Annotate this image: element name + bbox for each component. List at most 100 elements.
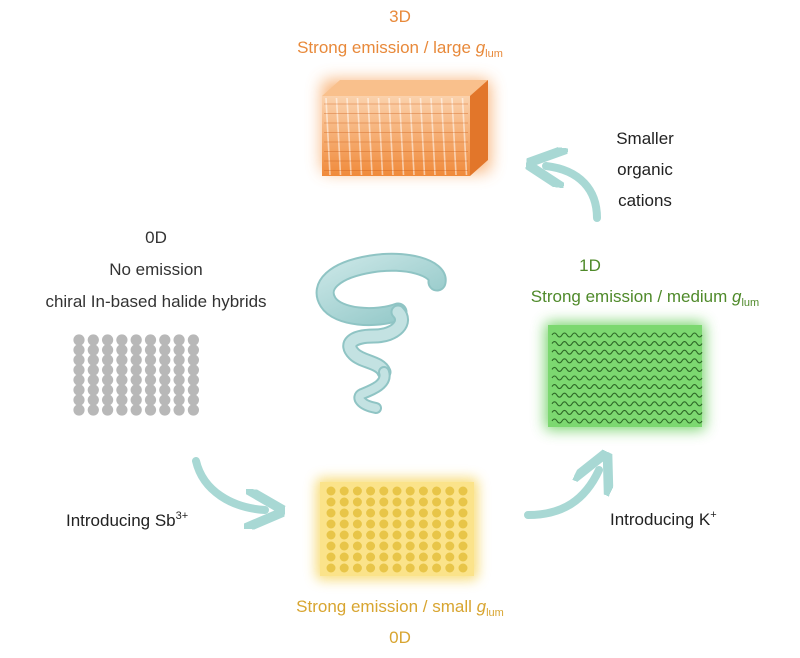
yellow-dot bbox=[339, 563, 349, 573]
yellow-dot bbox=[445, 530, 455, 540]
grey-dot bbox=[159, 354, 171, 366]
yellow-dot bbox=[418, 563, 428, 573]
grey-dot bbox=[116, 394, 128, 406]
yellow-dot bbox=[432, 519, 442, 529]
green-1d-block bbox=[545, 322, 705, 430]
yellow-dot bbox=[418, 497, 428, 507]
grey-dot bbox=[87, 364, 99, 376]
yellow-dot bbox=[392, 541, 402, 551]
chain-wave bbox=[551, 332, 703, 338]
orange-layer-stripes bbox=[324, 97, 468, 176]
chain-wave bbox=[551, 366, 703, 372]
grey-dot bbox=[102, 374, 114, 386]
grey-dot bbox=[73, 334, 85, 346]
grey-dot bbox=[173, 384, 185, 396]
grey-dot bbox=[144, 334, 157, 346]
chain-wave bbox=[551, 409, 703, 415]
yellow-dot bbox=[379, 552, 389, 562]
yellow-dot bbox=[392, 552, 402, 562]
yellow-dot bbox=[392, 508, 402, 518]
green-chain-waves bbox=[551, 332, 703, 424]
chain-wave bbox=[551, 375, 703, 381]
label-1d: 1D bbox=[540, 256, 640, 276]
layer-stripe bbox=[356, 97, 363, 176]
bottom-emission-text: Strong emission / small bbox=[296, 597, 477, 616]
chain-wave bbox=[551, 401, 703, 407]
orange-3d-block bbox=[322, 80, 490, 176]
yellow-dot bbox=[445, 541, 455, 551]
grey-dot bbox=[144, 374, 157, 386]
grey-dot bbox=[73, 344, 85, 356]
yellow-dot bbox=[418, 519, 428, 529]
introducing-sb-text: Introducing Sb bbox=[66, 511, 176, 530]
grey-dot bbox=[87, 354, 99, 366]
yellow-dot bbox=[432, 508, 442, 518]
yellow-dot bbox=[418, 541, 428, 551]
grey-dot bbox=[73, 394, 85, 406]
label-3d-dimension: 3D bbox=[389, 7, 411, 26]
sb-charge: 3+ bbox=[175, 510, 189, 522]
yellow-dot bbox=[339, 530, 349, 540]
yellow-dot bbox=[432, 486, 442, 496]
chain-wave bbox=[551, 349, 703, 355]
grey-dot bbox=[102, 344, 114, 356]
grey-dot bbox=[130, 364, 142, 376]
yellow-dot bbox=[366, 530, 376, 540]
yellow-dot bbox=[339, 508, 349, 518]
yellow-dot bbox=[366, 508, 376, 518]
grey-dot bbox=[159, 334, 171, 346]
layer-stripe bbox=[377, 97, 384, 176]
yellow-dot bbox=[445, 552, 455, 562]
grey-dot bbox=[116, 374, 128, 386]
glum-symbol: g bbox=[476, 597, 487, 616]
grey-dot bbox=[187, 394, 199, 406]
label-bottom-0d: 0D bbox=[350, 628, 450, 648]
layer-stripe bbox=[325, 97, 331, 176]
yellow-dot bbox=[432, 530, 442, 540]
label-1d-emission: Strong emission / medium glum bbox=[495, 287, 795, 313]
yellow-dot bbox=[326, 519, 336, 529]
yellow-dot bbox=[392, 530, 402, 540]
yellow-dot bbox=[352, 486, 362, 496]
grey-dot bbox=[159, 364, 171, 376]
grey-dot bbox=[73, 364, 85, 376]
grey-dot bbox=[102, 394, 114, 406]
layer-stripe bbox=[419, 97, 426, 176]
yellow-dot bbox=[405, 497, 415, 507]
grey-dot bbox=[73, 354, 85, 366]
yellow-dot bbox=[445, 497, 455, 507]
label-left-0d: 0D No emission chiral In-based halide hy… bbox=[18, 222, 294, 318]
grey-dot bbox=[116, 384, 128, 396]
layer-stripe bbox=[367, 97, 373, 176]
grey-dot bbox=[102, 364, 114, 376]
yellow-dot bbox=[392, 486, 402, 496]
layer-stripe bbox=[430, 97, 436, 176]
grey-dot bbox=[173, 354, 185, 366]
left-0d-dimension: 0D bbox=[145, 228, 167, 247]
grey-dot bbox=[102, 354, 114, 366]
chain-wave bbox=[551, 392, 703, 398]
yellow-dot bbox=[366, 519, 376, 529]
grey-dot bbox=[144, 394, 157, 406]
label-3d-emission-text: Strong emission / large bbox=[297, 38, 476, 57]
yellow-dot bbox=[339, 541, 349, 551]
yellow-dot bbox=[458, 486, 468, 496]
grey-dot bbox=[116, 334, 128, 346]
glum-subscript: lum bbox=[486, 607, 504, 619]
chain-wave bbox=[551, 341, 703, 347]
label-1d-dimension: 1D bbox=[579, 256, 601, 275]
label-bottom-emission: Strong emission / small glum bbox=[250, 597, 550, 623]
yellow-dot bbox=[405, 530, 415, 540]
yellow-dot bbox=[366, 552, 376, 562]
grey-dot bbox=[130, 394, 142, 406]
grey-dot bbox=[144, 404, 157, 416]
yellow-dot bbox=[458, 552, 468, 562]
grey-dot bbox=[130, 334, 142, 346]
yellow-dot bbox=[432, 541, 442, 551]
yellow-dot bbox=[418, 530, 428, 540]
layer-stripe bbox=[451, 97, 457, 176]
grey-dot bbox=[187, 384, 199, 396]
grey-dot bbox=[73, 384, 85, 396]
chiral-helix-icon bbox=[315, 252, 447, 414]
yellow-dot bbox=[379, 497, 389, 507]
